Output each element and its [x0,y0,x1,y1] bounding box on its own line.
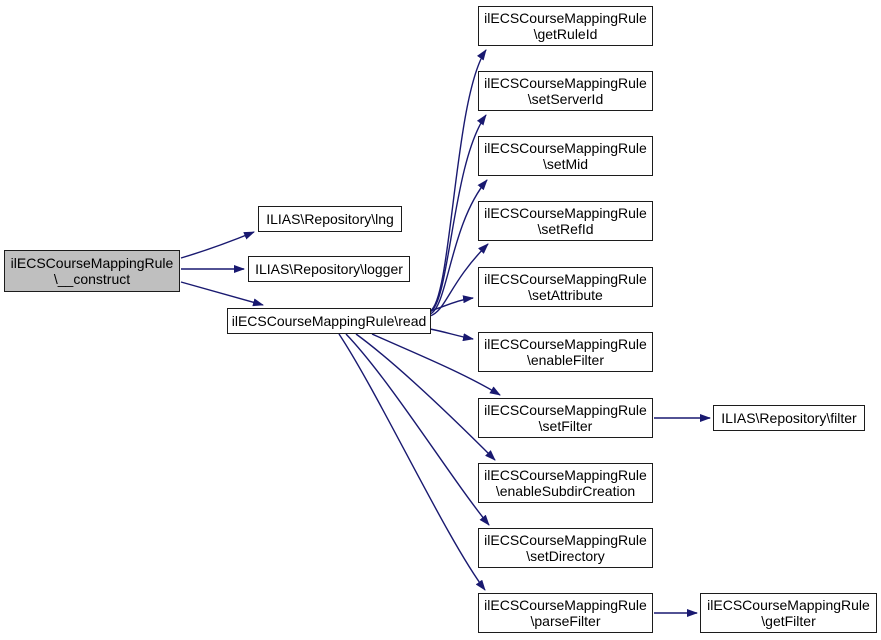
node-label-line: ilECSCourseMappingRule [484,532,647,548]
edge-read-parseFilter [338,333,486,591]
edge-read-enableFilter [429,328,474,342]
graph-node-getFilter[interactable]: ilECSCourseMappingRule\getFilter [700,593,877,633]
node-label-line: \parseFilter [530,613,601,629]
node-label-line: ilECSCourseMappingRule [484,205,647,221]
node-label-line: \setServerId [527,91,604,107]
graph-node-enableFilter[interactable]: ilECSCourseMappingRule\enableFilter [478,332,653,372]
node-label-line: ilECSCourseMappingRule [484,10,647,26]
node-label-line: ilECSCourseMappingRule [484,467,647,483]
graph-node-setDirectory[interactable]: ilECSCourseMappingRule\setDirectory [478,528,653,568]
edge-read-setRefId [429,243,489,317]
graph-node-read[interactable]: ilECSCourseMappingRule\read [227,308,431,334]
graph-node-setAttribute[interactable]: ilECSCourseMappingRule\setAttribute [478,267,653,307]
edge-construct-read [180,281,264,307]
node-label-line: ilECSCourseMappingRule [10,255,174,271]
node-label-line: \setFilter [538,418,593,434]
edge-read-setFilter [371,333,501,396]
graph-node-getRuleId[interactable]: ilECSCourseMappingRule\getRuleId [478,6,653,46]
node-label-line: \setMid [542,156,589,172]
graph-node-lng[interactable]: ILIAS\Repository\lng [258,206,402,232]
graph-node-setFilter[interactable]: ilECSCourseMappingRule\setFilter [478,398,653,438]
node-label-line: \enableSubdirCreation [495,483,636,499]
node-label-line: \setRefId [537,221,594,237]
graph-node-setServerId[interactable]: ilECSCourseMappingRule\setServerId [478,71,653,111]
graph-node-enableSubdirCreation[interactable]: ilECSCourseMappingRule\enableSubdirCreat… [478,463,653,503]
edge-construct-lng [180,231,255,259]
node-label-line: ILIAS\Repository\lng [266,211,394,227]
node-label-line: ilECSCourseMappingRule [484,75,647,91]
edge-read-setDirectory [345,333,490,526]
edge-read-setAttribute [429,295,474,312]
edge-read-setServerId [429,114,487,313]
node-label-line: ilECSCourseMappingRule [707,597,870,613]
edge-read-enableSubdirCreation [355,333,496,461]
graph-node-setRefId[interactable]: ilECSCourseMappingRule\setRefId [478,201,653,241]
node-label-line: ilECSCourseMappingRule [484,140,647,156]
graph-node-filter[interactable]: ILIAS\Repository\filter [713,405,865,431]
node-label-line: ilECSCourseMappingRule [484,597,647,613]
node-label-line: ilECSCourseMappingRule [484,271,647,287]
node-label-line: ilECSCourseMappingRule [484,402,647,418]
edge-read-getRuleId [429,49,487,312]
node-label-line: \__construct [53,271,131,287]
node-label-line: \getRuleId [533,26,598,42]
node-label-line: \setDirectory [526,548,605,564]
graph-node-setMid[interactable]: ilECSCourseMappingRule\setMid [478,136,653,176]
graph-node-parseFilter[interactable]: ilECSCourseMappingRule\parseFilter [478,593,653,633]
node-label-line: ILIAS\Repository\filter [721,410,857,426]
node-label-line: \getFilter [761,613,816,629]
graph-node-construct[interactable]: ilECSCourseMappingRule\__construct [4,250,180,292]
node-label-line: ilECSCourseMappingRule\read [231,313,427,329]
node-label-line: ilECSCourseMappingRule [484,336,647,352]
node-label-line: ILIAS\Repository\logger [255,261,403,277]
node-label-line: \setAttribute [528,287,603,303]
graph-node-logger[interactable]: ILIAS\Repository\logger [248,256,410,282]
node-label-line: \enableFilter [526,352,605,368]
